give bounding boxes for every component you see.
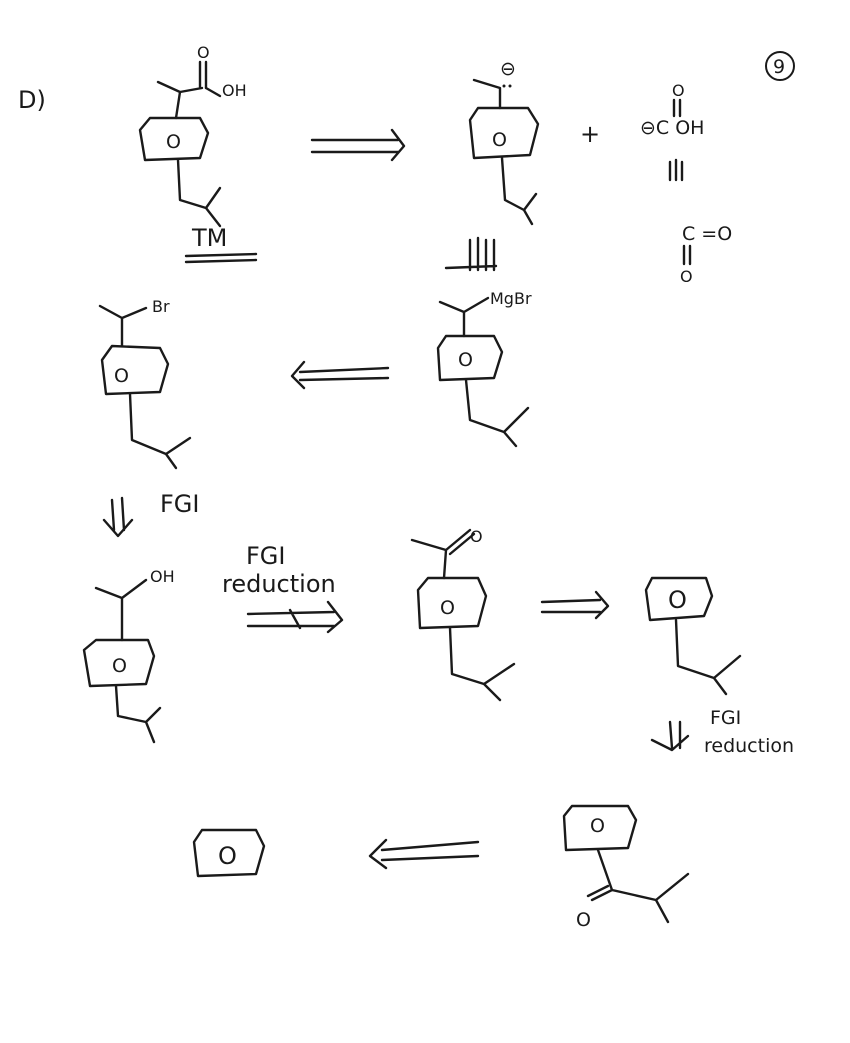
aryl-ketone: O O bbox=[562, 804, 690, 931]
retro-arrow-7 bbox=[650, 720, 690, 752]
isobutyl-ring-o: O bbox=[668, 586, 687, 614]
retro-arrow-3 bbox=[290, 360, 390, 390]
page-number: 9 bbox=[773, 56, 785, 78]
retro-arrow-6 bbox=[540, 590, 610, 620]
br-label: Br bbox=[152, 297, 170, 316]
fgi-reduction-2-line2: reduction bbox=[704, 735, 794, 757]
secondary-alcohol: O OH bbox=[82, 567, 175, 744]
grignard-reagent: O MgBr bbox=[436, 289, 532, 448]
retro-arrow-4 bbox=[102, 496, 134, 538]
bicarbonate: O ⊖C OH bbox=[640, 81, 704, 139]
aryl-ketone-o: O bbox=[576, 909, 591, 931]
target-carbonyl-o: O bbox=[197, 43, 210, 62]
tm-label: TM bbox=[191, 224, 227, 252]
carbanion-fragment: O ⊖ bbox=[468, 58, 540, 226]
ketone-ring-o: O bbox=[440, 597, 455, 619]
alcohol-ring-o: O bbox=[112, 655, 127, 677]
bromide-ring-o: O bbox=[114, 365, 129, 387]
fgi-reduction-1-line2: reduction bbox=[222, 570, 336, 598]
grignard-ring-o: O bbox=[458, 349, 473, 371]
ketone: O O bbox=[410, 527, 516, 702]
tm-underline bbox=[184, 252, 258, 264]
retro-arrow-5 bbox=[246, 600, 344, 634]
bicarbonate-label: ⊖C OH bbox=[640, 117, 704, 139]
aryl-ring-o: O bbox=[590, 815, 605, 837]
ring-o: O bbox=[166, 131, 181, 153]
retro-arrow-1 bbox=[310, 128, 406, 162]
equivalence-marks bbox=[668, 158, 684, 182]
problem-label: D) bbox=[18, 86, 46, 114]
target-oh-label: OH bbox=[222, 81, 247, 100]
page-number-badge: 9 bbox=[765, 51, 795, 81]
carbanion-ring-o: O bbox=[492, 129, 507, 151]
bicarbonate-o: O bbox=[672, 81, 685, 100]
isobutylbenzene: O bbox=[644, 576, 742, 696]
plus-sign: + bbox=[580, 120, 600, 148]
fgi-label-1: FGI bbox=[160, 490, 199, 518]
retro-arrow-8 bbox=[368, 838, 480, 870]
benzene-ring-o: O bbox=[218, 842, 237, 870]
benzylic-bromide: O Br bbox=[98, 297, 192, 470]
co2-o: O bbox=[680, 267, 693, 286]
carbanion-charge: ⊖ bbox=[500, 58, 516, 80]
retro-arrow-2 bbox=[444, 236, 498, 272]
fgi-reduction-2-line1: FGI bbox=[710, 707, 741, 729]
carbon-dioxide: C =O O bbox=[680, 223, 732, 286]
benzene: O bbox=[192, 828, 266, 878]
oh-label: OH bbox=[150, 567, 175, 586]
fgi-reduction-1-line1: FGI bbox=[246, 542, 285, 570]
co2-label: C =O bbox=[682, 223, 732, 245]
target-molecule: O O OH bbox=[138, 43, 247, 228]
ketone-o: O bbox=[470, 527, 483, 546]
mgbr-label: MgBr bbox=[490, 289, 532, 308]
